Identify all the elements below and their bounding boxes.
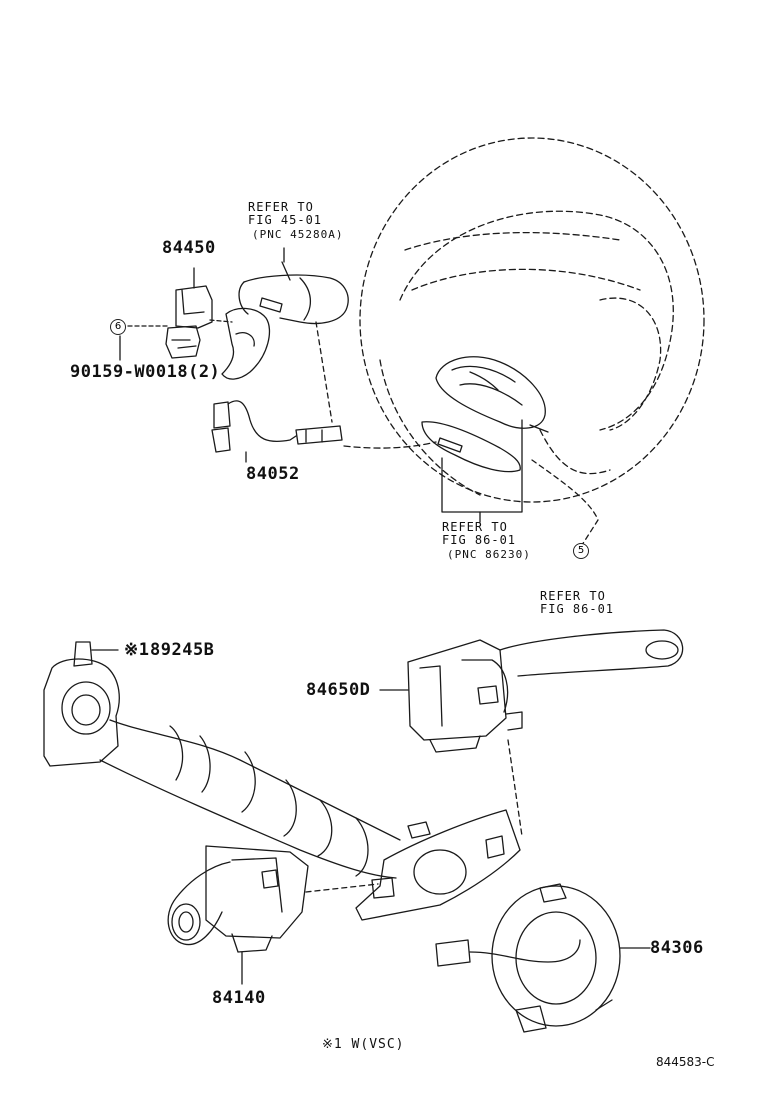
footnote: ※1 W(VSC) (322, 1037, 405, 1052)
part-label-84140: 84140 (212, 988, 266, 1008)
part-label-89245b-mark: ※1 (124, 640, 150, 660)
ignition-switch-84450 (165, 285, 213, 359)
steering-pad-switch (421, 356, 549, 473)
callout-circle-6: 6 (110, 319, 126, 335)
ref2-line1: REFER TO (442, 520, 508, 534)
part-label-84306: 84306 (650, 938, 704, 958)
part-label-84650d: 84650D (306, 680, 371, 700)
callout6-dash2 (209, 319, 233, 323)
part-label-90159-w0018: 90159-W0018(2) (70, 362, 221, 382)
ref3-line2: FIG 86-01 (540, 602, 615, 616)
steering-sensor-89245b (43, 641, 120, 767)
ref1-dashed (315, 321, 333, 423)
spiral-cable-84306 (435, 883, 621, 1033)
part-label-84052: 84052 (246, 464, 300, 484)
harness-84052 (211, 400, 343, 453)
ref2-line3: (PNC 86230) (447, 548, 531, 561)
switch-bracket (355, 809, 521, 921)
steering-column (99, 719, 401, 879)
ref2-bracket (441, 419, 523, 523)
dashed-84650d-down (507, 739, 523, 837)
ref3-dashed-leader (531, 459, 599, 546)
steering-lock-assembly (221, 261, 349, 380)
callout-circle-5: 5 (573, 543, 589, 559)
dashed-84140-right (305, 883, 379, 893)
steering-wheel-outline (359, 137, 705, 503)
ref3-line1: REFER TO (540, 589, 606, 603)
ref2-line2: FIG 86-01 (442, 533, 517, 547)
ref1-line3: (PNC 45280A) (252, 228, 344, 241)
light-switch-84140 (167, 845, 309, 953)
part-label-84450: 84450 (162, 238, 216, 258)
harness-dashed (343, 441, 437, 449)
diagram-code: 844583-C (656, 1055, 715, 1069)
combination-switch-84650d (407, 629, 684, 753)
ref1-line2: FIG 45-01 (248, 213, 323, 227)
ref1-line1: REFER TO (248, 200, 314, 214)
part-label-89245b: 89245B (150, 640, 215, 660)
